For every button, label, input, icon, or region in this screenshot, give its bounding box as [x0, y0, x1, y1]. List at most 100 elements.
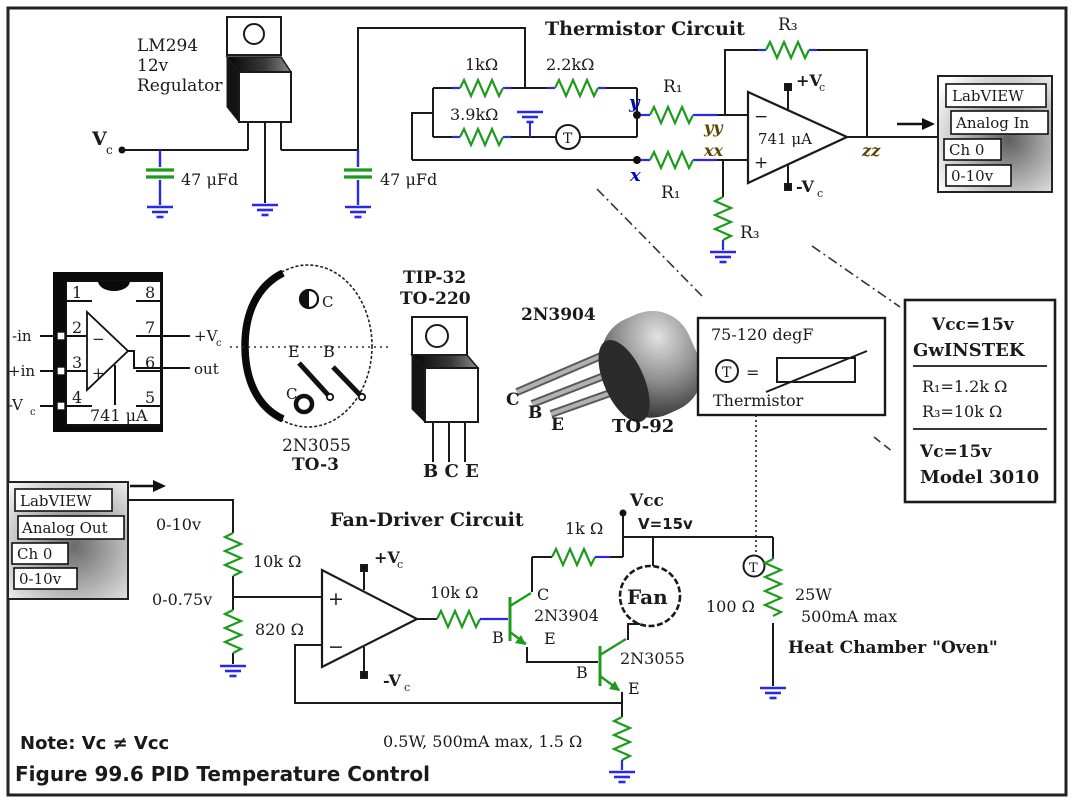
tip32-pins: B C E	[423, 461, 479, 482]
dip741-pinout	[40, 272, 190, 432]
dip741-vminus-sub: c	[30, 407, 36, 418]
opamp1-vplus-sub: c	[819, 81, 825, 94]
to92-b: B	[528, 403, 542, 423]
r3-feedback-label: R₃	[778, 15, 798, 35]
fan-symbol	[618, 564, 682, 628]
to3-package-label: TO-3	[292, 455, 339, 475]
dip741-pin7: 7	[145, 318, 155, 337]
resistor-1k-value: 1kΩ	[465, 55, 498, 74]
tip32-package-label: TO-220	[400, 289, 471, 309]
labview-out-panel	[7, 481, 129, 600]
vcc-rail	[610, 513, 774, 566]
to3-b: B	[323, 342, 335, 361]
r3-ground-icon	[708, 250, 738, 264]
node-y-label: y	[628, 92, 641, 113]
opamp1-vminus-sub: c	[817, 187, 823, 200]
resistor-r3-feedback-icon	[764, 40, 811, 60]
labview-in-mode: Analog In	[955, 114, 1030, 132]
opamp1-minus: −	[754, 107, 768, 127]
fan-driver-title: Fan-Driver Circuit	[330, 509, 524, 531]
filter-capacitor-1	[144, 150, 176, 219]
to3-c-top: C	[322, 293, 333, 311]
spec-vcc: Vcc=15v	[931, 315, 1015, 335]
opamp2-minus: −	[328, 636, 344, 658]
cap2-value: 47 μFd	[380, 170, 437, 189]
opamp1-part: 741 μA	[758, 130, 812, 148]
resistor-r1-upper-icon	[648, 105, 695, 125]
q1-wires	[526, 556, 598, 663]
spec-model: Model 3010	[920, 467, 1039, 488]
opamp1-triangle	[746, 90, 850, 185]
resistor-emitter-icon	[612, 715, 632, 762]
spec-brand: GwINSTEK	[913, 340, 1026, 361]
dip741-part: 741 μA	[90, 406, 148, 425]
labview-out-mode: Analog Out	[21, 519, 108, 537]
to3-c-bottom: C	[286, 385, 297, 403]
dip741-pin5: 5	[145, 388, 155, 407]
transistor-2n3055-symbol	[598, 637, 627, 691]
resistor-10k-divider-label: 10k Ω	[253, 552, 301, 571]
opamp2-vminus: -V	[383, 671, 401, 690]
dip741-pin6: 6	[145, 353, 155, 372]
to3-part: 2N3055	[282, 436, 351, 456]
q1-part-label: 2N3904	[534, 606, 599, 625]
r3-ground-label: R₃	[740, 223, 760, 243]
fan-bottom-wire	[627, 623, 640, 640]
legend-eq: =	[746, 363, 759, 382]
r1-stubs	[641, 113, 717, 162]
tip32-part: TIP-32	[403, 268, 466, 288]
q2-e-label: E	[628, 679, 640, 698]
r1-lower-label: R₁	[661, 183, 681, 203]
bridge-wires	[411, 87, 638, 161]
to220-package	[410, 316, 480, 462]
regulator-label: Regulator	[137, 76, 223, 96]
oven-current-label: 500mA max	[801, 607, 897, 626]
q1-b-label: B	[492, 628, 504, 647]
resistor-10k-divider-icon	[223, 531, 243, 578]
oven-thermistor-symbol	[742, 554, 766, 578]
spec-box	[903, 298, 1057, 504]
oven-ground-icon	[758, 686, 788, 700]
dip741-vminus: -V	[8, 396, 24, 414]
opamp2-triangle	[320, 568, 420, 669]
cap1-value: 47 μFd	[181, 170, 238, 189]
vcc-value: V=15v	[638, 515, 693, 533]
node-zz-label: zz	[861, 141, 881, 160]
vcc-node-dot	[619, 509, 627, 517]
wire-0-10v-label: 0-10v	[156, 515, 201, 534]
bridge-resistor-stubs	[452, 86, 606, 139]
q2-part-label: 2N3055	[620, 649, 685, 668]
figure-border	[6, 6, 1068, 797]
dip741-pin3: 3	[72, 353, 82, 372]
resistor-1k-icon	[458, 78, 505, 98]
opamp1-vminus: -V	[796, 177, 814, 196]
node-x-dot	[633, 156, 641, 164]
callout-dashed-lines	[596, 188, 901, 453]
dip741-plus: +	[92, 364, 105, 382]
oven-thermistor-t: T	[749, 561, 758, 576]
dip741-nin: -in	[12, 327, 32, 345]
bridge-thermistor-symbol	[555, 124, 581, 150]
node-yy-label: yy	[703, 118, 724, 137]
fan-label: Fan	[627, 585, 668, 609]
transistor-2n3904-symbol	[508, 591, 532, 645]
spec-r3: R₃=10k Ω	[922, 402, 1002, 421]
dip741-vplus: +V	[194, 327, 219, 345]
labview-out-title: LabVIEW	[20, 492, 92, 510]
dip741-minus: −	[92, 330, 105, 348]
labview-in-channel: Ch 0	[949, 141, 984, 159]
resistor-100-icon	[763, 557, 783, 618]
bridge-ground-icon	[515, 110, 545, 124]
resistor-820-icon	[223, 608, 243, 655]
resistor-3k9-value: 3.9kΩ	[450, 105, 498, 124]
oven-name-label: Heat Chamber "Oven"	[788, 638, 998, 658]
opamp2-vminus-sub: c	[404, 681, 410, 694]
opamp2-power	[360, 564, 368, 679]
opamp1-power	[784, 83, 792, 191]
spec-vc: Vc=15v	[919, 442, 992, 462]
labview-in-panel	[937, 75, 1053, 193]
labview-out-range: 0-10v	[19, 570, 62, 588]
figure-caption: Figure 99.6 PID Temperature Control	[15, 762, 430, 786]
dip741-pin-label: +in	[8, 362, 35, 380]
